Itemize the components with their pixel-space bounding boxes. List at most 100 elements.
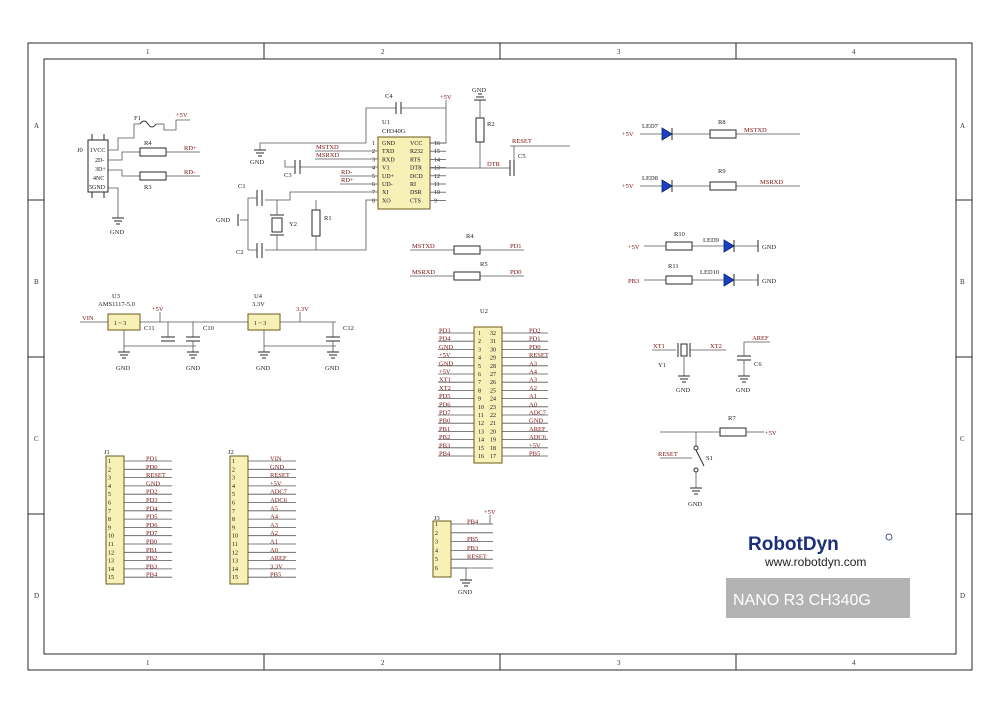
u2-pin-number: 1	[478, 331, 481, 337]
j1-pin-name: PD3	[146, 497, 158, 504]
u2-pin-name: PD4	[439, 336, 451, 343]
j1-pin-number: 15	[108, 575, 114, 581]
u2-pin-number: 17	[490, 454, 496, 460]
u2-pin-number: 30	[490, 347, 496, 353]
usb-gnd-label: GND	[110, 229, 124, 236]
u2-pin-name: A3	[529, 377, 537, 384]
j1-body	[105, 455, 125, 585]
u2-pin-number: 31	[490, 339, 496, 345]
u2-pin-name: PB3	[439, 442, 450, 449]
net-msrxd: MSRXD	[316, 152, 339, 159]
u2-pin-name: PD3	[439, 328, 451, 335]
ch340-pin-name: XI	[382, 190, 388, 196]
led8-symbol	[661, 179, 673, 193]
u2-pin-name: PB0	[439, 418, 450, 425]
j2-pin-name: A4	[270, 514, 279, 521]
j3-pin-number: 6	[435, 566, 438, 572]
j1-pin-number: 3	[108, 476, 111, 482]
s1-gnd: GND	[688, 501, 702, 508]
j1-pin-name: PB0	[146, 539, 157, 546]
col-label-bottom: 3	[617, 659, 621, 667]
ch340-pin-name: UD-	[382, 182, 393, 188]
j2-pin-name: +5V	[270, 480, 282, 487]
u4-name: 3.3V	[252, 301, 265, 308]
j2-pin-name: RESET	[270, 472, 290, 479]
j1-pin-number: 14	[108, 567, 114, 573]
j3-body	[432, 520, 452, 578]
ch340-pin-number: 15	[434, 149, 440, 155]
u2-pin-name: GND	[529, 418, 543, 425]
resistor-r10: R10	[674, 231, 685, 238]
u2-pin-name: XT1	[439, 377, 451, 384]
j1-pin-name: PD7	[146, 530, 158, 537]
usb-resistor-r3: R3	[144, 184, 152, 191]
u2-pin-number: 27	[490, 372, 496, 378]
u2-pin-number: 29	[490, 356, 496, 362]
u3-5v: +5V	[152, 306, 164, 313]
cap-c12: C12	[343, 325, 354, 332]
net-aref: AREF	[752, 335, 769, 342]
resistor-r8: R8	[718, 119, 726, 126]
c6-gnd: GND	[736, 387, 750, 394]
cap-c10: C10	[203, 325, 214, 332]
u2-pin-number: 22	[490, 413, 496, 419]
led8-ref: LED8	[642, 175, 658, 182]
u2-pin-name: GND	[439, 344, 453, 351]
ch340-pin-number: 4	[372, 166, 375, 172]
u2-pin-number: 18	[490, 446, 496, 452]
j2-body	[229, 455, 249, 585]
u4-ref: U4	[254, 293, 263, 300]
ch340-pin-number: 9	[434, 198, 437, 204]
ch340-gnd-label: GND	[250, 159, 264, 166]
net-reset-top: RESET	[512, 138, 532, 145]
led10-symbol	[723, 273, 735, 287]
drawing-frame: 1 2 3 4 1 2 3 4 A B C D A B C D	[27, 42, 973, 671]
led10-pb3: PB3	[628, 278, 639, 285]
j1-pin-name: PD6	[146, 522, 158, 529]
cap-c3: C3	[284, 172, 292, 179]
ch340-pin-name: R232	[410, 149, 423, 155]
net-pd0-r: PD0	[510, 269, 522, 276]
net-pd1-r: PD1	[510, 243, 522, 250]
u2-pin-number: 15	[478, 446, 484, 452]
ch340-ref: U1	[382, 119, 390, 126]
u2-pin-name: PD7	[439, 410, 451, 417]
ground-symbol	[118, 351, 130, 359]
usb-pin-label: 1VCC	[90, 148, 105, 154]
u2-pin-number: 11	[478, 413, 484, 419]
net-rdp-ch: RD+	[341, 177, 354, 184]
j3-pin-number: 5	[435, 557, 438, 563]
u3-ref: U3	[112, 293, 120, 300]
ch340-pin-number: 2	[372, 149, 375, 155]
net-mstxd-led: MSTXD	[744, 127, 767, 134]
j2-pin-number: 7	[232, 509, 235, 515]
usb-pin-label: 4NC	[93, 176, 104, 182]
ch340-pin-name: CTS	[410, 198, 421, 204]
u2-pin-number: 24	[490, 397, 496, 403]
ch340-5v: +5V	[440, 94, 452, 101]
resistor-r1: R1	[324, 215, 332, 222]
j2-pin-number: 2	[232, 467, 235, 473]
u2-pin-number: 19	[490, 438, 496, 444]
switch-s1: S1	[706, 455, 713, 462]
c12-gnd: GND	[325, 365, 339, 372]
ground-symbol	[738, 375, 750, 383]
u2-pin-name: PD2	[529, 328, 541, 335]
j2-pin-name: GND	[270, 464, 284, 471]
j3-pin-name: PB3	[467, 545, 478, 552]
col-label-top: 3	[617, 48, 621, 56]
xtal-gnd-label: GND	[216, 217, 230, 224]
j3-ref: J3	[434, 515, 440, 522]
j3-pin-name: PB4	[467, 519, 479, 526]
u2-pin-number: 8	[478, 388, 481, 394]
u2-right-pins: PD232PD131PD030RESET29A328A427A326A225A1…	[490, 328, 549, 461]
cap-c5: C5	[518, 153, 526, 160]
ch340-pin-name: UD+	[382, 174, 395, 180]
led10-ref: LED10	[700, 269, 719, 276]
j1-pin-name: PB2	[146, 555, 157, 562]
net-mstxd-r: MSTXD	[412, 243, 435, 250]
ground-symbol	[474, 93, 486, 101]
